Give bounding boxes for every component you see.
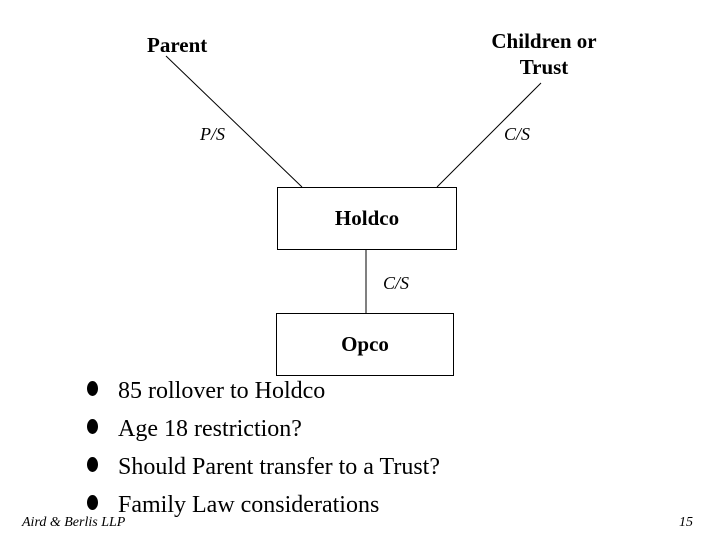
- page-number: 15: [679, 515, 693, 530]
- bullet-icon: [87, 419, 98, 434]
- holdco-box: Holdco: [277, 187, 457, 250]
- parent-share-label: P/S: [200, 124, 225, 144]
- bullet-icon: [87, 457, 98, 472]
- list-item: Should Parent transfer to a Trust?: [87, 449, 440, 487]
- bullet-list: 85 rollover to Holdco Age 18 restriction…: [87, 373, 440, 525]
- holdco-opco-share-label: C/S: [383, 273, 410, 293]
- list-item: Family Law considerations: [87, 487, 440, 525]
- bullet-text: Age 18 restriction?: [118, 416, 302, 442]
- bullet-text: 85 rollover to Holdco: [118, 378, 326, 404]
- bullet-text: Should Parent transfer to a Trust?: [118, 454, 440, 480]
- children-or-trust-label: Children or Trust: [491, 29, 597, 79]
- footer-firm: Aird & Berlis LLP: [22, 515, 126, 530]
- bullet-icon: [87, 381, 98, 396]
- parent-label: Parent: [147, 33, 208, 57]
- opco-box: Opco: [276, 313, 454, 376]
- children-share-label: C/S: [504, 124, 531, 144]
- list-item: 85 rollover to Holdco: [87, 373, 440, 411]
- children-holdco-line: [436, 82, 542, 188]
- bullet-text: Family Law considerations: [118, 492, 380, 518]
- list-item: Age 18 restriction?: [87, 411, 440, 449]
- bullet-icon: [87, 495, 98, 510]
- parent-holdco-line: [165, 55, 303, 188]
